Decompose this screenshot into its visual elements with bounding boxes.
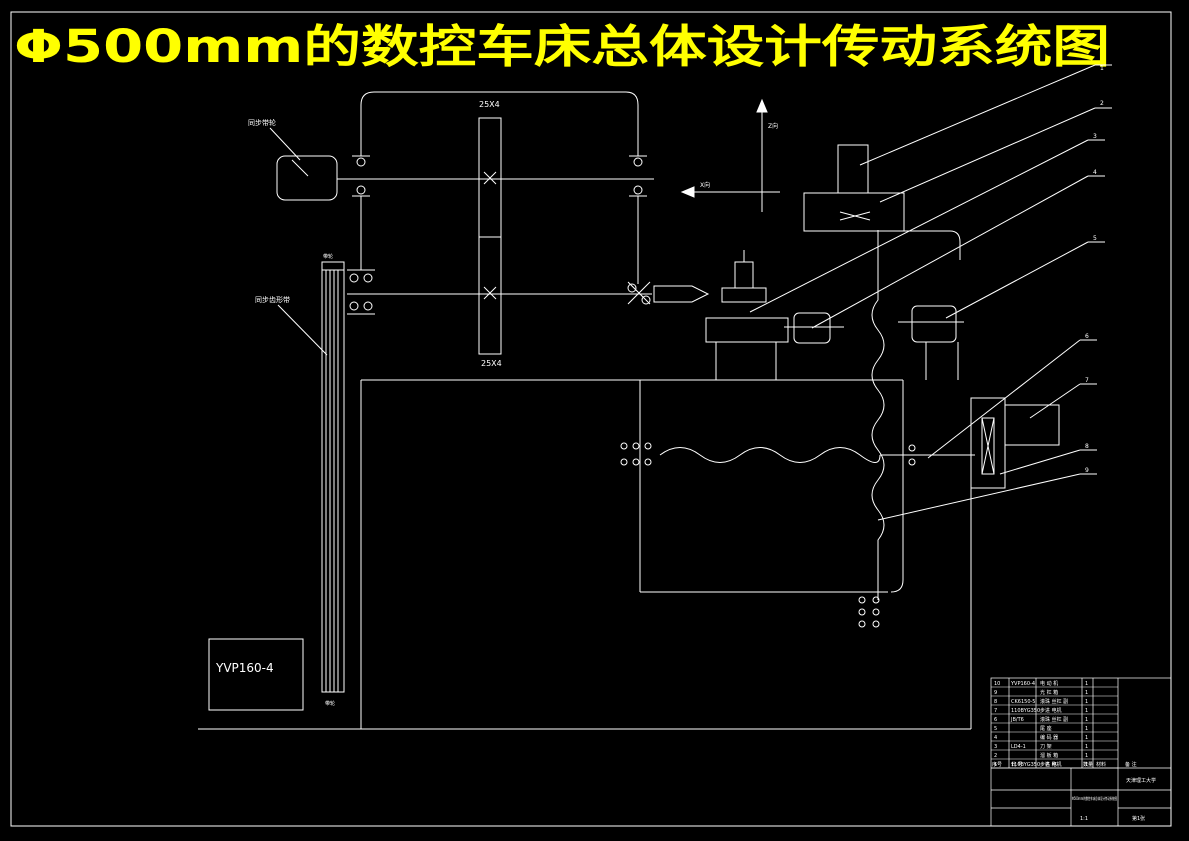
parts-cell: JB/T6 bbox=[1010, 717, 1024, 723]
parts-cell: 滚珠 丝杠 副 bbox=[1040, 716, 1068, 723]
belt-pulley-bottom-label: 带轮 bbox=[325, 700, 335, 707]
synchronous-belt bbox=[321, 269, 345, 693]
parts-header-cell: 代 号 bbox=[1011, 761, 1023, 768]
parts-header-cell: 数量 bbox=[1083, 761, 1093, 768]
parts-cell: 滚珠 丝杠 副 bbox=[1040, 698, 1068, 705]
leader-number: 9 bbox=[1085, 467, 1089, 474]
transmission-diagram: 同步带轮 25X4 25X4 带轮 同步齿形带 带轮 bbox=[198, 64, 1112, 730]
parts-cell: 电 动 机 bbox=[1040, 680, 1058, 687]
parts-cell: 步进 电机 bbox=[1040, 707, 1062, 714]
parts-cell: 刀 架 bbox=[1040, 744, 1052, 750]
parts-cell: LD4-1 bbox=[1011, 744, 1026, 750]
leader-number: 4 bbox=[1093, 169, 1097, 176]
tool-post bbox=[734, 261, 754, 289]
apron-box bbox=[803, 192, 905, 232]
parts-cell: 1 bbox=[994, 762, 997, 768]
carriage bbox=[705, 317, 789, 343]
stepper-motor-x bbox=[1004, 404, 1060, 446]
servo-motor-label: 同步带轮 bbox=[248, 118, 276, 127]
drawing-name-small: Φ500mm的数控车床总体设计传动系统图 bbox=[1072, 795, 1117, 801]
parts-cell: 6 bbox=[994, 717, 997, 723]
drawing-title: Φ500mm的数控车床总体设计传动系统图 bbox=[14, 20, 1110, 73]
main-motor-label: YVP160-4 bbox=[215, 661, 274, 675]
parts-cell: 7 bbox=[994, 708, 997, 714]
parts-cell: 110BYG350 bbox=[1011, 762, 1040, 768]
parts-cell: CK6150-5 bbox=[1011, 699, 1035, 705]
parts-header-cell: 名 称 bbox=[1045, 761, 1057, 768]
belt-label: 同步齿形带 bbox=[255, 296, 290, 304]
parts-cell: 溜 板 箱 bbox=[1040, 752, 1058, 759]
parts-header-cell: 材料 bbox=[1096, 761, 1106, 768]
parts-cell: 步进 电机 bbox=[1040, 761, 1062, 768]
parts-cell: 1 bbox=[1085, 699, 1088, 705]
parts-cell: 1 bbox=[1085, 726, 1088, 732]
parts-cell: 9 bbox=[994, 690, 997, 696]
parts-cell: 8 bbox=[994, 699, 997, 705]
sheet-number: 第1张 bbox=[1132, 815, 1145, 822]
parts-header-cell: 备 注 bbox=[1125, 761, 1137, 768]
parts-cell: 1 bbox=[1085, 717, 1088, 723]
leader-number: 3 bbox=[1093, 133, 1097, 140]
parts-cell: 4 bbox=[994, 735, 997, 741]
parts-cell: 1 bbox=[1085, 744, 1088, 750]
drawing-scale: 1:1 bbox=[1080, 816, 1088, 822]
parts-cell: 编 码 器 bbox=[1040, 734, 1058, 741]
parts-cell: 2 bbox=[994, 753, 997, 759]
parts-cell: YVP160-4 bbox=[1010, 681, 1035, 687]
encoder bbox=[793, 312, 831, 344]
parts-cell: 光 杠 箱 bbox=[1040, 689, 1058, 696]
parts-cell: 1 bbox=[1085, 762, 1088, 768]
parts-cell: 1 bbox=[1085, 690, 1088, 696]
belt-pulley-top-label: 带轮 bbox=[323, 253, 333, 260]
leader-number: 8 bbox=[1085, 443, 1089, 450]
parts-header-cell: 序号 bbox=[992, 761, 1002, 768]
drawing-border bbox=[10, 11, 1172, 827]
parts-cell: 1 bbox=[1085, 708, 1088, 714]
tailstock bbox=[911, 305, 957, 343]
gear-top-label: 25X4 bbox=[479, 100, 500, 109]
stepper-motor-z bbox=[837, 144, 869, 194]
parts-cell: 1 bbox=[1085, 753, 1088, 759]
parts-cell: 1 bbox=[1085, 681, 1088, 687]
parts-cell: 3 bbox=[994, 744, 997, 750]
axis-x-label: X向 bbox=[700, 181, 710, 189]
parts-cell: 110BYG350 bbox=[1011, 708, 1040, 714]
parts-cell: 1 bbox=[1085, 735, 1088, 741]
gear-bottom-label: 25X4 bbox=[481, 359, 502, 368]
parts-cell: 5 bbox=[994, 726, 997, 732]
title-block-text: 天津理工大学 Φ500mm的数控车床总体设计传动系统图 1:1 第1张 bbox=[1072, 777, 1156, 822]
leader-number: 2 bbox=[1100, 100, 1104, 107]
leader-number: 6 bbox=[1085, 333, 1089, 340]
belt-pulley-top bbox=[321, 261, 345, 271]
leader-number: 1 bbox=[1100, 65, 1104, 72]
servo-motor bbox=[276, 155, 338, 201]
parts-cell: 10 bbox=[994, 681, 1000, 687]
axis-z-label: Z向 bbox=[768, 122, 778, 130]
leader-number: 7 bbox=[1085, 377, 1089, 384]
gear-block bbox=[478, 117, 502, 355]
leader-lines bbox=[749, 64, 1112, 521]
main-motor bbox=[208, 638, 304, 711]
leader-numbers: 1 2 3 4 5 6 7 8 9 bbox=[1085, 65, 1104, 474]
parts-cell: 尾 座 bbox=[1040, 725, 1052, 732]
leader-number: 5 bbox=[1093, 235, 1097, 242]
school-name: 天津理工大学 bbox=[1126, 777, 1156, 784]
